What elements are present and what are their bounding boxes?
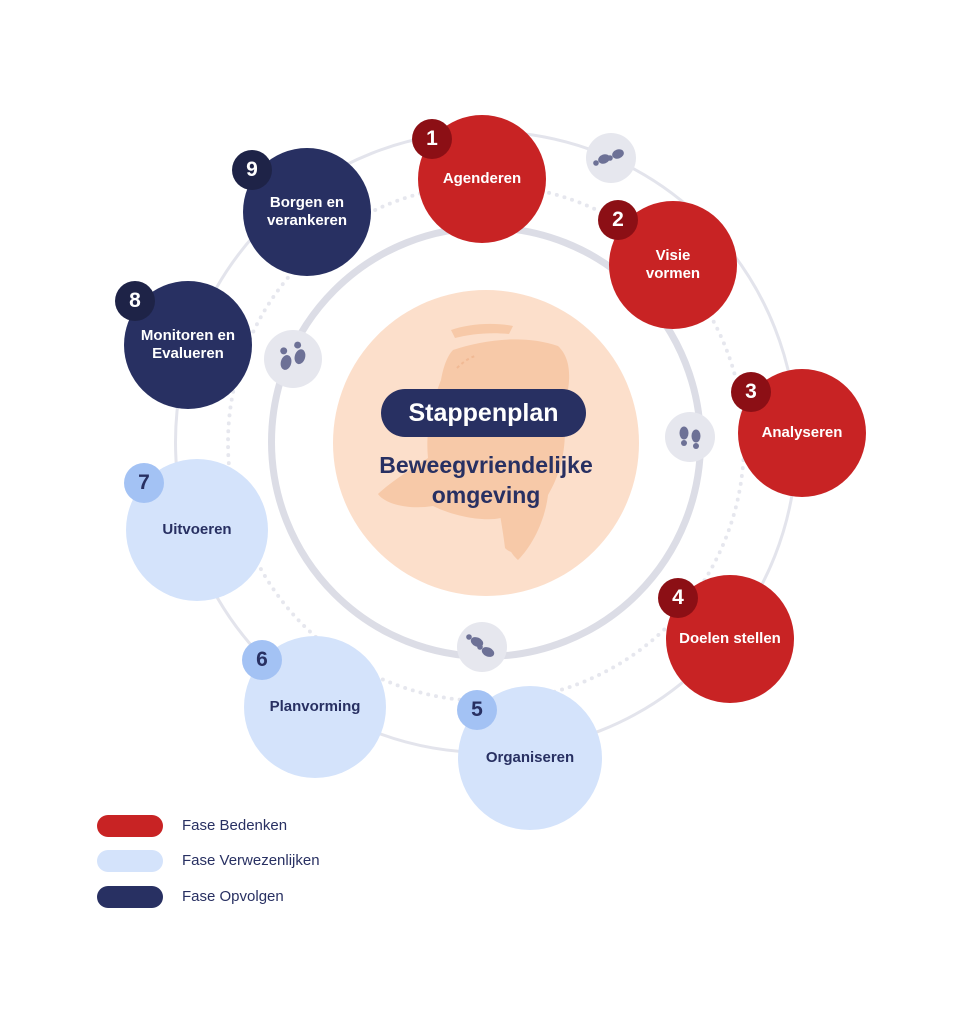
- step-number-badge: 9: [232, 150, 272, 190]
- step-label: Planvorming: [269, 698, 361, 715]
- step-label: Evalueren: [152, 345, 224, 362]
- step-label: Doelen stellen: [679, 630, 781, 647]
- step-label: Monitoren en: [140, 327, 236, 344]
- center-circle: [333, 290, 639, 596]
- legend-swatch: [97, 815, 163, 837]
- legend-label: Fase Opvolgen: [182, 888, 284, 905]
- step-number-badge: 5: [457, 690, 497, 730]
- step-number-badge: 6: [242, 640, 282, 680]
- step-number-badge: 3: [731, 372, 771, 412]
- step-label: Agenderen: [442, 170, 522, 187]
- diagram-title: Stappenplan: [381, 389, 586, 437]
- step-label: verankeren: [266, 212, 348, 229]
- step-number-badge: 7: [124, 463, 164, 503]
- step-number-badge: 4: [658, 578, 698, 618]
- footprints-icon: [264, 330, 322, 388]
- step-label: Analyseren: [761, 424, 843, 441]
- netherlands-map-icon: [378, 323, 570, 560]
- legend-label: Fase Bedenken: [182, 817, 288, 834]
- legend-label: Fase Verwezenlijken: [182, 852, 320, 869]
- center-subtitle-line2: omgeving: [431, 482, 541, 508]
- step-number-badge: 2: [598, 200, 638, 240]
- step-label: Organiseren: [485, 749, 575, 766]
- step-label: Borgen en: [269, 194, 345, 211]
- footprints-icon: [665, 412, 715, 462]
- step-label: Visie: [655, 247, 691, 264]
- center-subtitle-line1: Beweegvriendelijke: [379, 452, 593, 478]
- step-label: vormen: [645, 265, 701, 282]
- step-number-badge: 8: [115, 281, 155, 321]
- step-planvorming: Planvorming: [244, 636, 386, 778]
- step-label: Uitvoeren: [162, 521, 232, 538]
- step-number-badge: 1: [412, 119, 452, 159]
- footprints-icon: [457, 622, 507, 672]
- footprints-icon: [586, 133, 636, 183]
- legend-swatch: [97, 886, 163, 908]
- legend-swatch: [97, 850, 163, 872]
